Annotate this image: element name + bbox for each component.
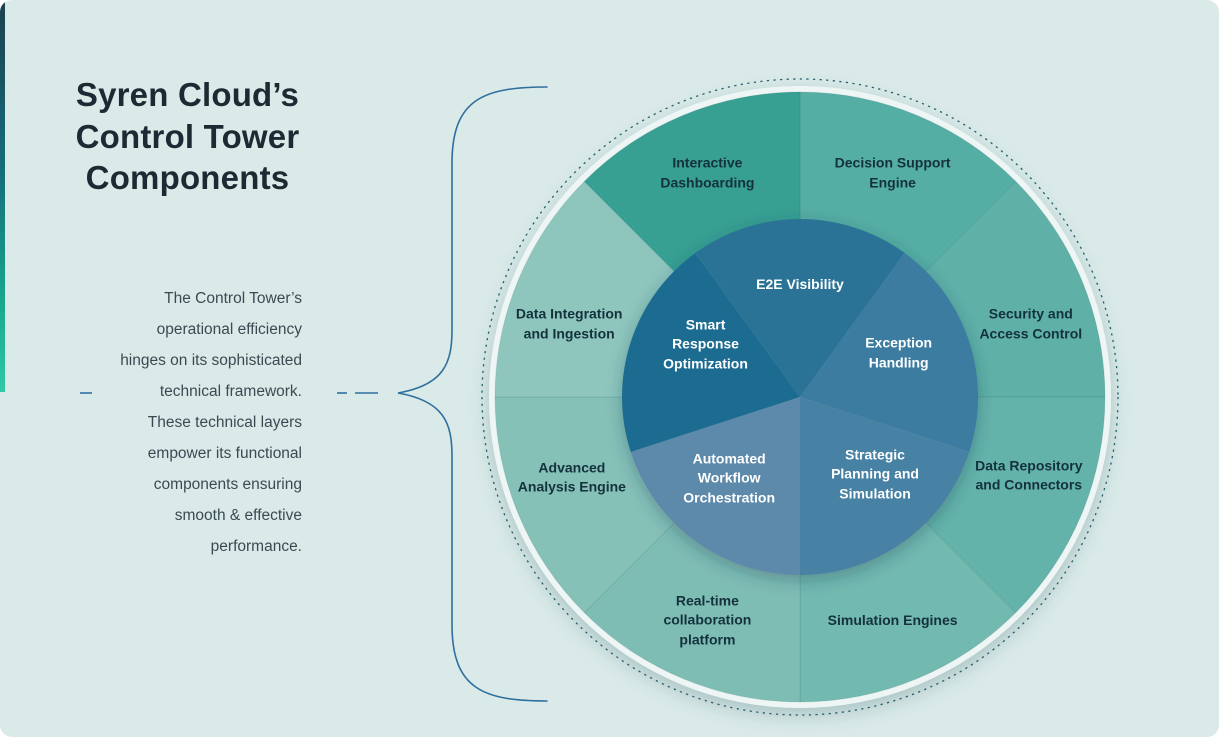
inner-segment-4 bbox=[621, 252, 800, 453]
inner-segment-0 bbox=[695, 218, 905, 397]
left-accent-bar bbox=[0, 0, 5, 392]
inner-segment-3 bbox=[630, 397, 800, 575]
description-text: The Control Tower’s operational efficien… bbox=[120, 290, 302, 555]
curly-brace bbox=[397, 86, 548, 702]
dotted-ring bbox=[481, 78, 1119, 716]
inner-segment-1 bbox=[800, 252, 979, 453]
outer-ring bbox=[494, 91, 1106, 703]
inner-segment-2 bbox=[800, 397, 970, 575]
page-title: Syren Cloud’s Control Tower Components bbox=[75, 76, 300, 197]
inner-pie bbox=[621, 218, 979, 575]
